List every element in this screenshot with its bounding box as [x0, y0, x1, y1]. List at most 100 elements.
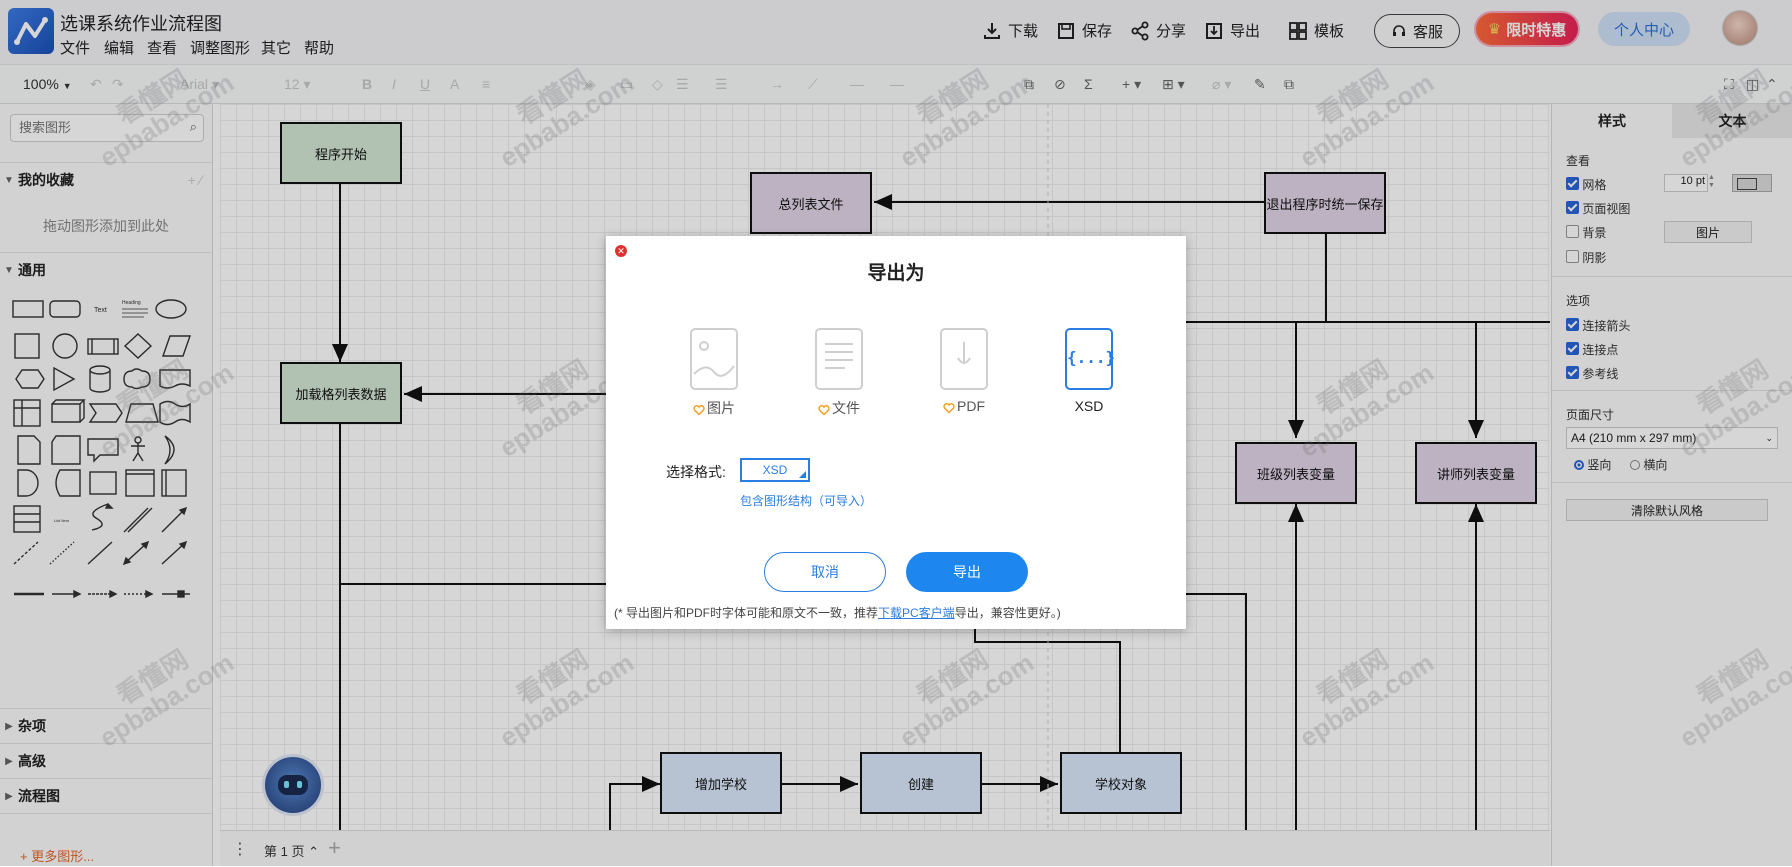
node-add-school[interactable]: 增加学校	[660, 752, 782, 814]
background-toggle[interactable]: 背景	[1566, 224, 1606, 241]
search-icon[interactable]: ⌕	[189, 119, 197, 134]
copy-style-icon[interactable]: ⧉	[1284, 76, 1294, 92]
panel-toggle-icon[interactable]: ◫	[1746, 76, 1760, 92]
format-xsd-option[interactable]: {...} XSD	[1054, 328, 1124, 414]
shadow-toggle[interactable]: 阴影	[1566, 249, 1606, 266]
font-family-select[interactable]: Arial ▾	[180, 76, 219, 92]
stepper-icon[interactable]: ▲▼	[1708, 174, 1715, 189]
cancel-button[interactable]: 取消	[764, 552, 886, 592]
node-create[interactable]: 创建	[860, 752, 982, 814]
formula-icon[interactable]: Σ	[1084, 76, 1093, 92]
assistant-robot-icon[interactable]	[262, 754, 324, 816]
download-button[interactable]: 下载	[982, 20, 1038, 41]
export-button[interactable]: 导出	[1204, 20, 1260, 41]
page-size-select[interactable]: A4 (210 mm x 297 mm)⌄	[1566, 427, 1778, 449]
waypoint-icon[interactable]: ⟋	[808, 76, 818, 92]
font-size-select[interactable]: 12 ▾	[284, 76, 311, 92]
tab-text[interactable]: 文本	[1672, 104, 1792, 138]
zoom-select[interactable]: 100% ▼	[23, 76, 72, 92]
page-tab-1[interactable]: 第 1 页 ⌃	[264, 841, 319, 860]
node-teacher-list-var[interactable]: 讲师列表变量	[1415, 442, 1537, 504]
download-icon	[984, 22, 1000, 39]
menu-file[interactable]: 文件	[60, 40, 91, 57]
menu-view[interactable]: 查看	[147, 40, 178, 57]
line-color-icon[interactable]: ▭	[620, 76, 634, 92]
format-select[interactable]: XSD	[740, 458, 810, 482]
pin-icon[interactable]: ✎	[1254, 76, 1266, 92]
shadow-icon[interactable]: ◇	[652, 76, 663, 92]
underline-icon[interactable]: U	[420, 76, 431, 92]
close-icon[interactable]: ✕	[615, 245, 627, 257]
avatar[interactable]	[1722, 10, 1758, 46]
share-button[interactable]: 分享	[1130, 20, 1186, 41]
shape-search-input[interactable]	[11, 115, 187, 139]
landscape-radio[interactable]: 横向	[1630, 456, 1667, 473]
menu-adjust-shape[interactable]: 调整图形	[190, 40, 251, 57]
italic-icon[interactable]: I	[392, 76, 396, 92]
undo-icon[interactable]: ↶	[90, 76, 102, 92]
add-page-icon[interactable]: +	[328, 835, 341, 860]
line-weight-icon[interactable]: ☰	[676, 76, 689, 92]
section-general[interactable]: ▼通用	[0, 252, 212, 287]
node-class-list-var[interactable]: 班级列表变量	[1235, 442, 1357, 504]
node-start[interactable]: 程序开始	[280, 122, 402, 184]
menu-other[interactable]: 其它	[261, 40, 292, 57]
clear-format-icon[interactable]: ⌀ ▾	[1212, 76, 1232, 92]
format-pdf-option[interactable]: PDF	[929, 328, 999, 414]
node-exit-save[interactable]: 退出程序时统一保存	[1264, 172, 1386, 234]
profile-button[interactable]: 个人中心	[1598, 12, 1690, 46]
document-title[interactable]: 选课系统作业流程图	[60, 14, 222, 34]
tab-style[interactable]: 样式	[1552, 104, 1672, 138]
connect-arrows-toggle[interactable]: 连接箭头	[1566, 317, 1630, 334]
template-button[interactable]: 模板	[1288, 20, 1344, 41]
reset-style-button[interactable]: 清除默认风格	[1566, 499, 1768, 521]
portrait-radio[interactable]: 竖向	[1574, 456, 1611, 473]
node-total-list-file[interactable]: 总列表文件	[750, 172, 872, 234]
download-client-link[interactable]: 下载PC客户端	[878, 606, 955, 620]
image-insert-icon[interactable]: ⧉	[1024, 76, 1034, 92]
line-end-icon[interactable]: —	[890, 76, 904, 92]
link-icon[interactable]: ⊘	[1054, 76, 1066, 92]
menu-help[interactable]: 帮助	[304, 40, 335, 57]
format-file-option[interactable]: 文件	[804, 328, 874, 418]
page-view-toggle[interactable]: 页面视图	[1566, 200, 1630, 217]
bold-icon[interactable]: B	[362, 76, 373, 92]
section-advanced[interactable]: ▶高级	[0, 743, 212, 778]
guides-toggle[interactable]: 参考线	[1566, 365, 1618, 382]
more-shapes-link[interactable]: + 更多图形...	[20, 846, 94, 865]
background-image-button[interactable]: 图片	[1664, 221, 1752, 243]
confirm-export-button[interactable]: 导出	[906, 552, 1028, 592]
table-icon[interactable]: ⊞ ▾	[1162, 76, 1185, 92]
grid-size-input[interactable]: 10 pt	[1664, 174, 1708, 192]
menu-edit[interactable]: 编辑	[104, 40, 135, 57]
node-school-object[interactable]: 学校对象	[1060, 752, 1182, 814]
format-image-option[interactable]: 图片	[679, 328, 749, 418]
diagram-canvas[interactable]: 程序开始 加载格列表数据 总列表文件 退出程序时统一保存 班级列表变量 讲师列表…	[220, 104, 1550, 830]
section-favorites[interactable]: ▼我的收藏+ ⁄	[0, 162, 212, 197]
fill-icon[interactable]: ◈	[585, 76, 596, 92]
save-button[interactable]: 保存	[1056, 20, 1112, 41]
page-menu-icon[interactable]: ⋮	[232, 841, 248, 858]
collapse-icon[interactable]: ⌃	[1766, 76, 1778, 92]
connector-icon[interactable]: →	[770, 76, 784, 92]
line-start-icon[interactable]: —	[850, 76, 864, 92]
fullscreen-icon[interactable]: ⛶	[1724, 76, 1734, 92]
section-misc[interactable]: ▶杂项	[0, 708, 212, 743]
include-structure-option[interactable]: 包含图形结构（可导入）	[740, 494, 873, 508]
insert-plus-icon[interactable]: + ▾	[1122, 76, 1142, 92]
grid-color-swatch[interactable]	[1732, 174, 1772, 192]
options-heading: 选项	[1566, 294, 1591, 308]
section-flowchart[interactable]: ▶流程图	[0, 778, 212, 814]
shape-palette[interactable]: Text Heading List Item	[8, 294, 204, 704]
promo-button[interactable]: ♛ 限时特惠	[1476, 13, 1578, 45]
connect-points-toggle[interactable]: 连接点	[1566, 341, 1618, 358]
font-color-icon[interactable]: A	[450, 76, 460, 92]
node-load-list[interactable]: 加载格列表数据	[280, 362, 402, 424]
align-icon[interactable]: ≡	[482, 76, 491, 92]
grid-toggle[interactable]: 网格	[1566, 176, 1606, 193]
add-favorite-icon[interactable]: + ⁄	[187, 172, 202, 188]
line-style-icon[interactable]: ☰	[715, 76, 728, 92]
redo-icon[interactable]: ↷	[112, 76, 124, 92]
xsd-file-icon: {...}	[1065, 328, 1115, 390]
customer-service-button[interactable]: 客服	[1374, 14, 1460, 48]
